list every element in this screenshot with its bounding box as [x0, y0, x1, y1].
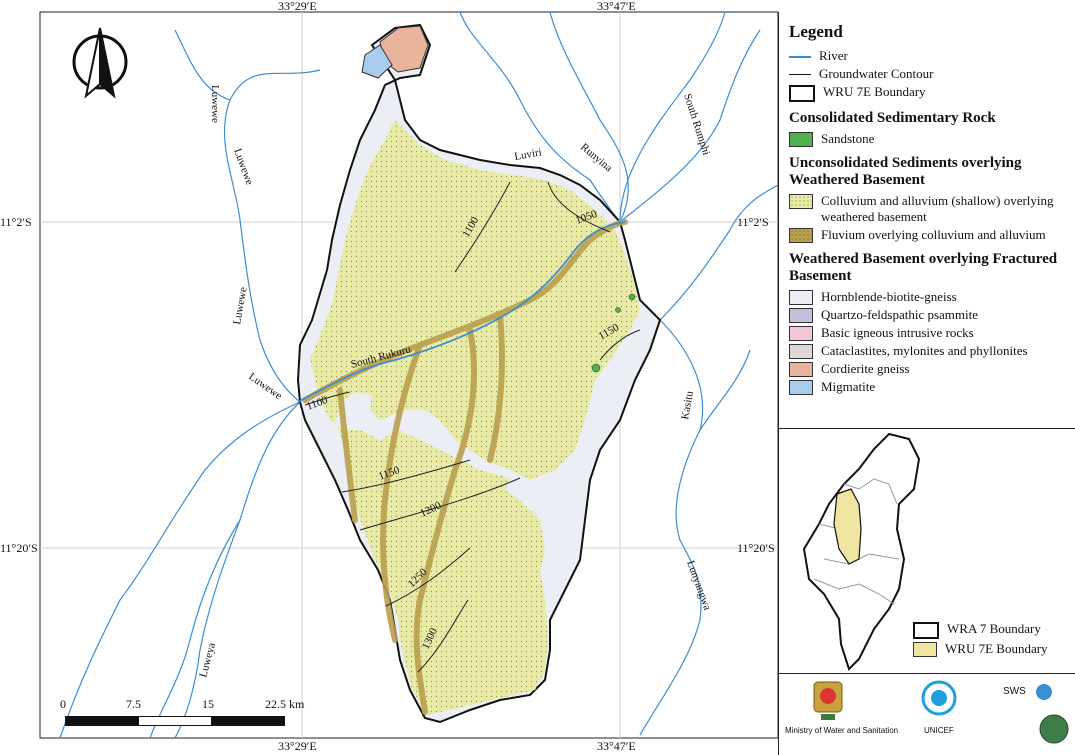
legend-hornblende: Hornblende-biotite-gneiss — [821, 289, 957, 304]
logo-unicef-label: UNICEF — [924, 726, 954, 735]
unicef-logo-icon — [921, 680, 957, 716]
fluvium-channels — [302, 219, 628, 715]
legend-panel: Legend River Groundwater Contour WRU 7E … — [778, 12, 1075, 428]
legend-basic: Basic igneous intrusive rocks — [821, 325, 974, 340]
legend-cataclastites: Cataclastites, mylonites and phyllonites — [821, 343, 1028, 358]
coord-left-upper: 11°2′S — [0, 215, 32, 229]
legend-section-2: Unconsolidated Sediments overlying Weath… — [789, 155, 1022, 188]
cordierite-swatch — [789, 362, 813, 377]
sandstone-spots — [591, 293, 636, 373]
inset-legend-wru: WRU 7E Boundary — [945, 641, 1048, 656]
legend-contour: Groundwater Contour — [819, 66, 934, 81]
scale-tick-0: 0 — [60, 697, 66, 711]
logo-ministry-label: Ministry of Water and Sanitation — [785, 726, 899, 735]
malawi-coat-of-arms-icon — [813, 681, 843, 720]
groundwater-contours — [304, 181, 641, 673]
legend-quartzo: Quartzo-feldspathic psammite — [821, 307, 979, 322]
scale-tick-3: 22.5 km — [265, 697, 305, 711]
legend-sandstone: Sandstone — [821, 131, 875, 146]
legend-title: Legend — [789, 22, 843, 41]
river-south-rukuru — [297, 221, 626, 403]
contour-swatch — [789, 74, 811, 75]
coord-bottom-right: 33°47′E — [597, 739, 636, 753]
hornblende-swatch — [789, 290, 813, 305]
coord-bottom-left: 33°29′E — [278, 739, 317, 753]
coord-top-right: 33°47′E — [597, 0, 636, 13]
inset-map — [802, 432, 921, 671]
legend-colluvium: Colluvium and alluvium (shallow) overlyi… — [821, 193, 1054, 224]
boundary-swatch — [789, 85, 815, 102]
map-canvas: Luwewe Luwewe Luwewe Luwewe Luweya Luvir… — [39, 11, 778, 739]
sandstone-swatch — [789, 132, 813, 147]
legend-river: River — [819, 48, 848, 63]
coord-right-upper: 11°2′S — [737, 215, 769, 229]
scale-bar: 0 7.5 15 22.5 km — [60, 697, 320, 727]
river-network — [59, 11, 778, 739]
wru-swatch — [913, 642, 937, 657]
basic-swatch — [789, 326, 813, 341]
cataclastites-swatch — [789, 344, 813, 359]
logo-graphics — [813, 680, 1069, 744]
inset-legend-wra: WRA 7 Boundary — [947, 621, 1041, 636]
inset-map-panel: WRA 7 Boundary WRU 7E Boundary — [778, 428, 1075, 674]
coord-left-lower: 11°20′S — [0, 541, 38, 555]
north-arrow-icon — [72, 27, 128, 99]
migmatite-area — [361, 44, 393, 79]
label-luviri: Luviri — [513, 146, 542, 163]
fluvium-swatch — [789, 228, 813, 243]
migmatite-swatch — [789, 380, 813, 395]
scale-tick-1: 7.5 — [126, 697, 141, 711]
coord-top-left: 33°29′E — [278, 0, 317, 13]
legend-migmatite: Migmatite — [821, 379, 876, 394]
legend-fluvium: Fluvium overlying colluvium and alluvium — [821, 227, 1046, 242]
legend-boundary: WRU 7E Boundary — [823, 84, 926, 99]
legend-section-3: Weathered Basement overlying Fractured B… — [789, 251, 1058, 284]
sws-logo-icon — [1036, 684, 1069, 744]
wra-swatch — [913, 622, 939, 639]
colluvium-north — [320, 200, 620, 385]
logos-panel: Ministry of Water and Sanitation UNICEF … — [778, 673, 1075, 755]
logo-sws-label: SWS — [1003, 686, 1026, 697]
label-kasitu: Kasitu — [679, 390, 696, 421]
legend-section-1: Consolidated Sedimentary Rock — [789, 110, 996, 126]
quartzo-swatch — [789, 308, 813, 323]
label-luwewe-1: Luwewe — [209, 85, 221, 123]
colluvium-swatch — [789, 194, 813, 209]
coord-right-lower: 11°20′S — [737, 541, 775, 555]
legend-cordierite: Cordierite gneiss — [821, 361, 910, 376]
river-swatch — [789, 56, 811, 58]
scale-tick-2: 15 — [202, 697, 214, 711]
